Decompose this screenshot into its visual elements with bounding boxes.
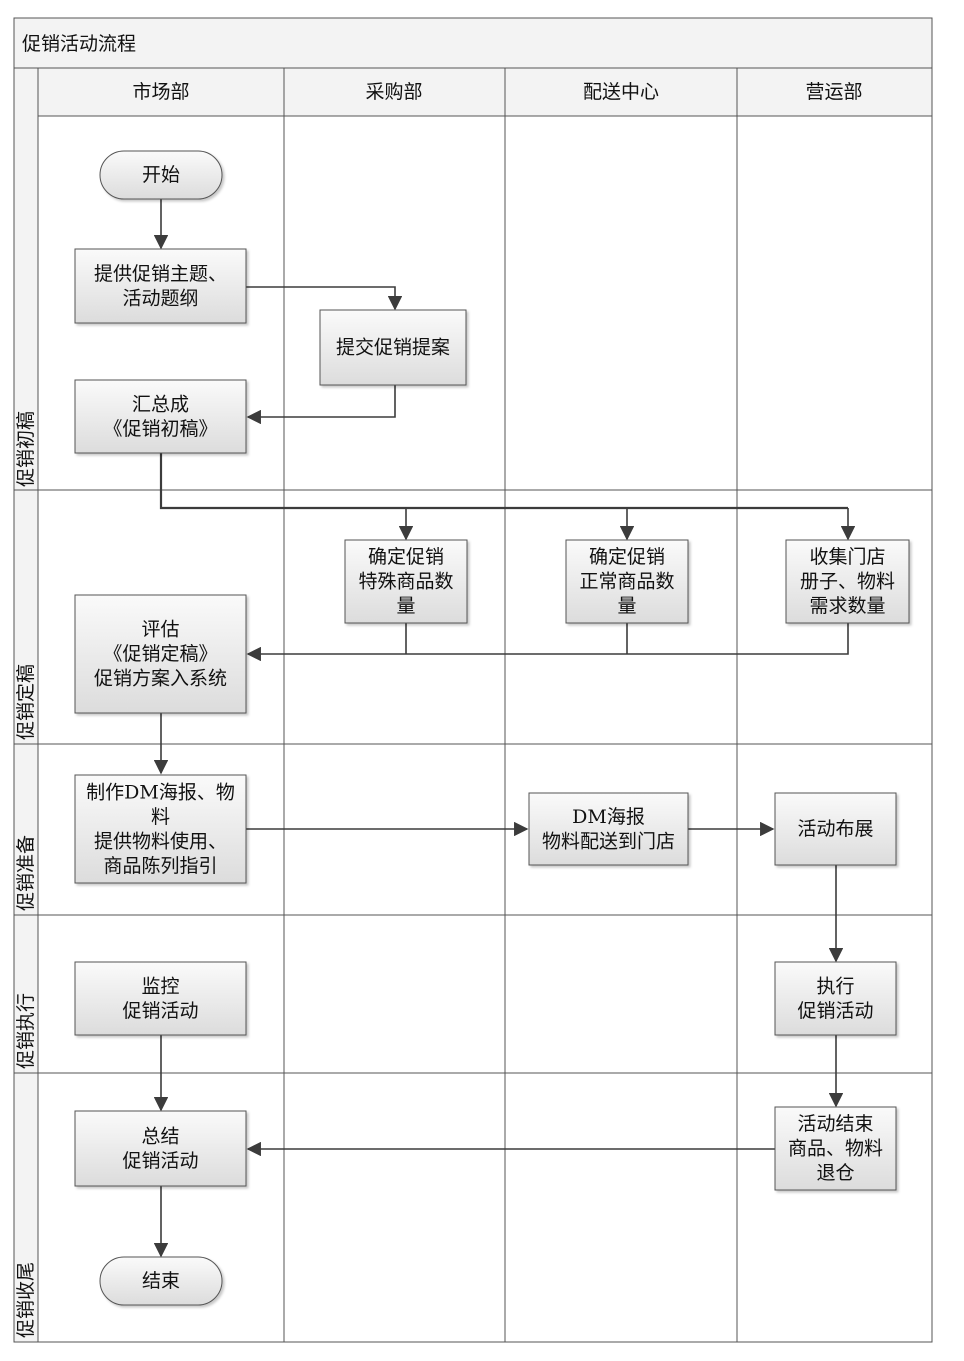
terminal-shape — [99, 1256, 223, 1306]
node-label: 《促销定稿》 — [103, 643, 217, 665]
node-display: 活动布展 — [774, 792, 897, 866]
diagram-title: 促销活动流程 — [22, 33, 136, 55]
phase-label-execute: 促销执行 — [15, 993, 37, 1069]
terminal-shape — [99, 150, 223, 200]
node-label: 汇总成 — [132, 393, 189, 415]
edge-provide-submit — [246, 286, 403, 311]
process-box — [344, 539, 468, 624]
column-header-purchasing: 采购部 — [365, 81, 422, 103]
process-box — [74, 1110, 247, 1187]
node-label: 料 — [151, 806, 170, 828]
node-label: 正常商品数 — [579, 571, 674, 593]
column-header-marketing: 市场部 — [132, 81, 189, 103]
phase-label-finalize: 促销定稿 — [15, 664, 37, 740]
node-label: 促销方案入系统 — [94, 668, 227, 690]
node-provide: 提供促销主题、活动题纲 — [74, 248, 247, 324]
node-label: 制作DM海报、物 — [86, 781, 235, 803]
node-label: 物料配送到门店 — [542, 830, 675, 852]
process-box — [74, 594, 247, 714]
title-bar — [13, 17, 933, 69]
node-label: 提供促销主题、 — [94, 263, 227, 285]
node-label: 确定促销 — [589, 546, 665, 568]
node-label: 评估 — [141, 619, 179, 641]
connectors — [153, 199, 856, 1258]
process-box — [74, 961, 247, 1036]
node-label: 结束 — [142, 1270, 180, 1292]
node-label: 活动布展 — [797, 818, 873, 840]
swimlane-frame — [13, 17, 933, 1343]
process-box — [565, 539, 689, 624]
edge-submit-summarize — [246, 385, 396, 425]
node-label: 收集门店 — [809, 546, 885, 568]
node-label: 册子、物料 — [800, 571, 895, 593]
node-summarize: 汇总成《促销初稿》 — [74, 379, 247, 454]
node-label: DM海报 — [572, 806, 645, 828]
node-label: 量 — [396, 595, 415, 617]
phase-header-column — [13, 67, 39, 1343]
flow-nodes: 开始提供促销主题、活动题纲提交促销提案汇总成《促销初稿》确定促销特殊商品数量确定… — [74, 150, 910, 1306]
node-label: 商品陈列指引 — [103, 855, 217, 877]
node-label: 监控 — [141, 975, 179, 997]
node-label: 退仓 — [816, 1162, 854, 1184]
process-box — [319, 309, 467, 386]
node-submit: 提交促销提案 — [319, 309, 467, 386]
node-label: 特殊商品数 — [358, 571, 453, 593]
process-box — [785, 539, 910, 624]
node-label: 开始 — [142, 164, 180, 186]
process-box — [74, 774, 247, 884]
node-label: 确定促销 — [368, 546, 444, 568]
node-label: 提供物料使用、 — [94, 830, 227, 852]
edge-merge-evaluate — [246, 623, 849, 662]
node-evaluate: 评估《促销定稿》促销方案入系统 — [74, 594, 247, 714]
process-box — [774, 1106, 897, 1191]
node-label: 执行 — [816, 975, 854, 997]
node-label: 量 — [617, 595, 636, 617]
process-box — [774, 792, 897, 866]
process-box — [528, 792, 689, 866]
column-header-distribution: 配送中心 — [583, 81, 659, 103]
node-label: 活动结束 — [797, 1113, 873, 1135]
node-end: 结束 — [99, 1256, 223, 1306]
column-header-row — [37, 67, 933, 117]
node-label: 总结 — [141, 1125, 179, 1147]
edge-summarize-split — [159, 453, 848, 510]
node-label: 需求数量 — [809, 595, 885, 617]
node-label: 提交促销提案 — [336, 337, 450, 359]
phase-label-close: 促销收尾 — [15, 1262, 37, 1338]
node-label: 促销活动 — [122, 1150, 198, 1172]
node-start: 开始 — [99, 150, 223, 200]
column-header-operations: 营运部 — [805, 81, 862, 103]
phase-label-prepare: 促销准备 — [15, 835, 37, 911]
phase-label-draft: 促销初稿 — [15, 411, 37, 487]
process-box — [74, 248, 247, 324]
node-label: 商品、物料 — [788, 1138, 883, 1160]
node-label: 活动题纲 — [122, 287, 198, 309]
node-label: 促销活动 — [122, 1000, 198, 1022]
process-box — [74, 379, 247, 454]
node-label: 促销活动 — [797, 1000, 873, 1022]
process-box — [774, 961, 897, 1036]
node-label: 《促销初稿》 — [103, 418, 217, 440]
